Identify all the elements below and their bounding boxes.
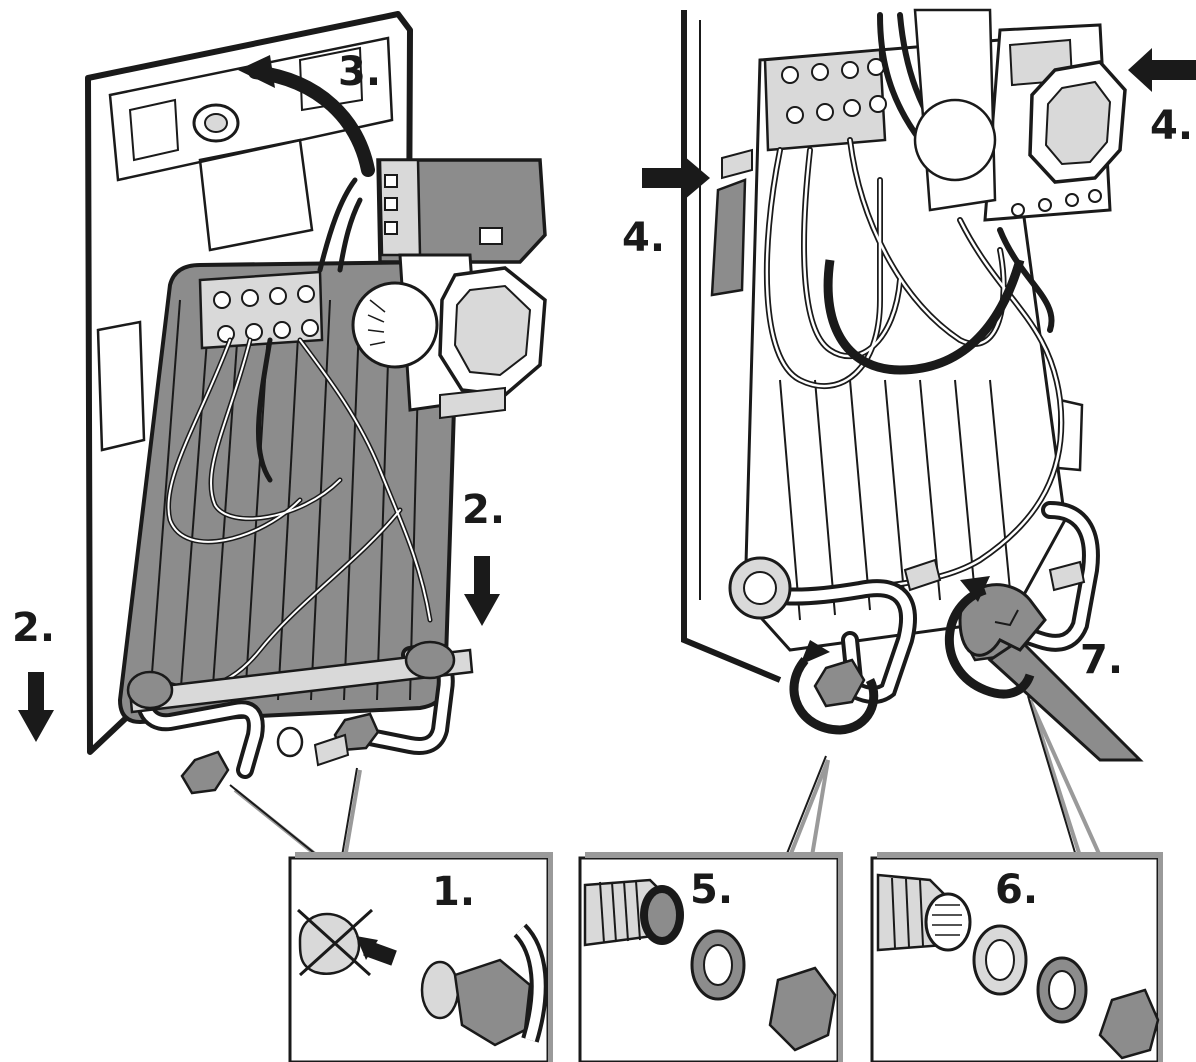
step-label-7: 7.: [1080, 637, 1124, 683]
step-label-2-right: 2.: [462, 487, 506, 533]
step-label-1: 1.: [432, 869, 476, 915]
right-push-arrow-step-4-inner: [642, 156, 710, 200]
right-rotate-arrow-step-5: [789, 640, 879, 735]
callout-leaders-outline: [229, 695, 1077, 857]
right-thermostat-module: [913, 8, 1127, 222]
step-label-2-left: 2.: [12, 605, 56, 651]
right-push-arrow-step-4-outer: [1128, 48, 1196, 92]
left-down-arrow-step-2-inner: [464, 556, 500, 626]
left-water-pipes: [126, 640, 474, 795]
filter-screen-icon: [298, 912, 361, 975]
left-down-arrow-step-2-outer: [18, 672, 54, 742]
step-label-3: 3.: [338, 49, 382, 95]
detail-panel-step-6: [870, 852, 1163, 1062]
detail-panel-step-5: [578, 852, 843, 1062]
detail-panel-step-1: [288, 852, 553, 1062]
step-label-6: 6.: [995, 867, 1039, 913]
right-rotate-arrow-step-6: [944, 576, 1035, 699]
left-rotate-arrow-step-3: [238, 55, 375, 177]
step-label-4-right: 4.: [1150, 103, 1194, 149]
step-label-5: 5.: [690, 867, 734, 913]
right-wall-mount-backplate: [681, 10, 1084, 683]
left-thermostat-module: [351, 158, 547, 420]
step-label-4-left: 4.: [622, 215, 666, 261]
